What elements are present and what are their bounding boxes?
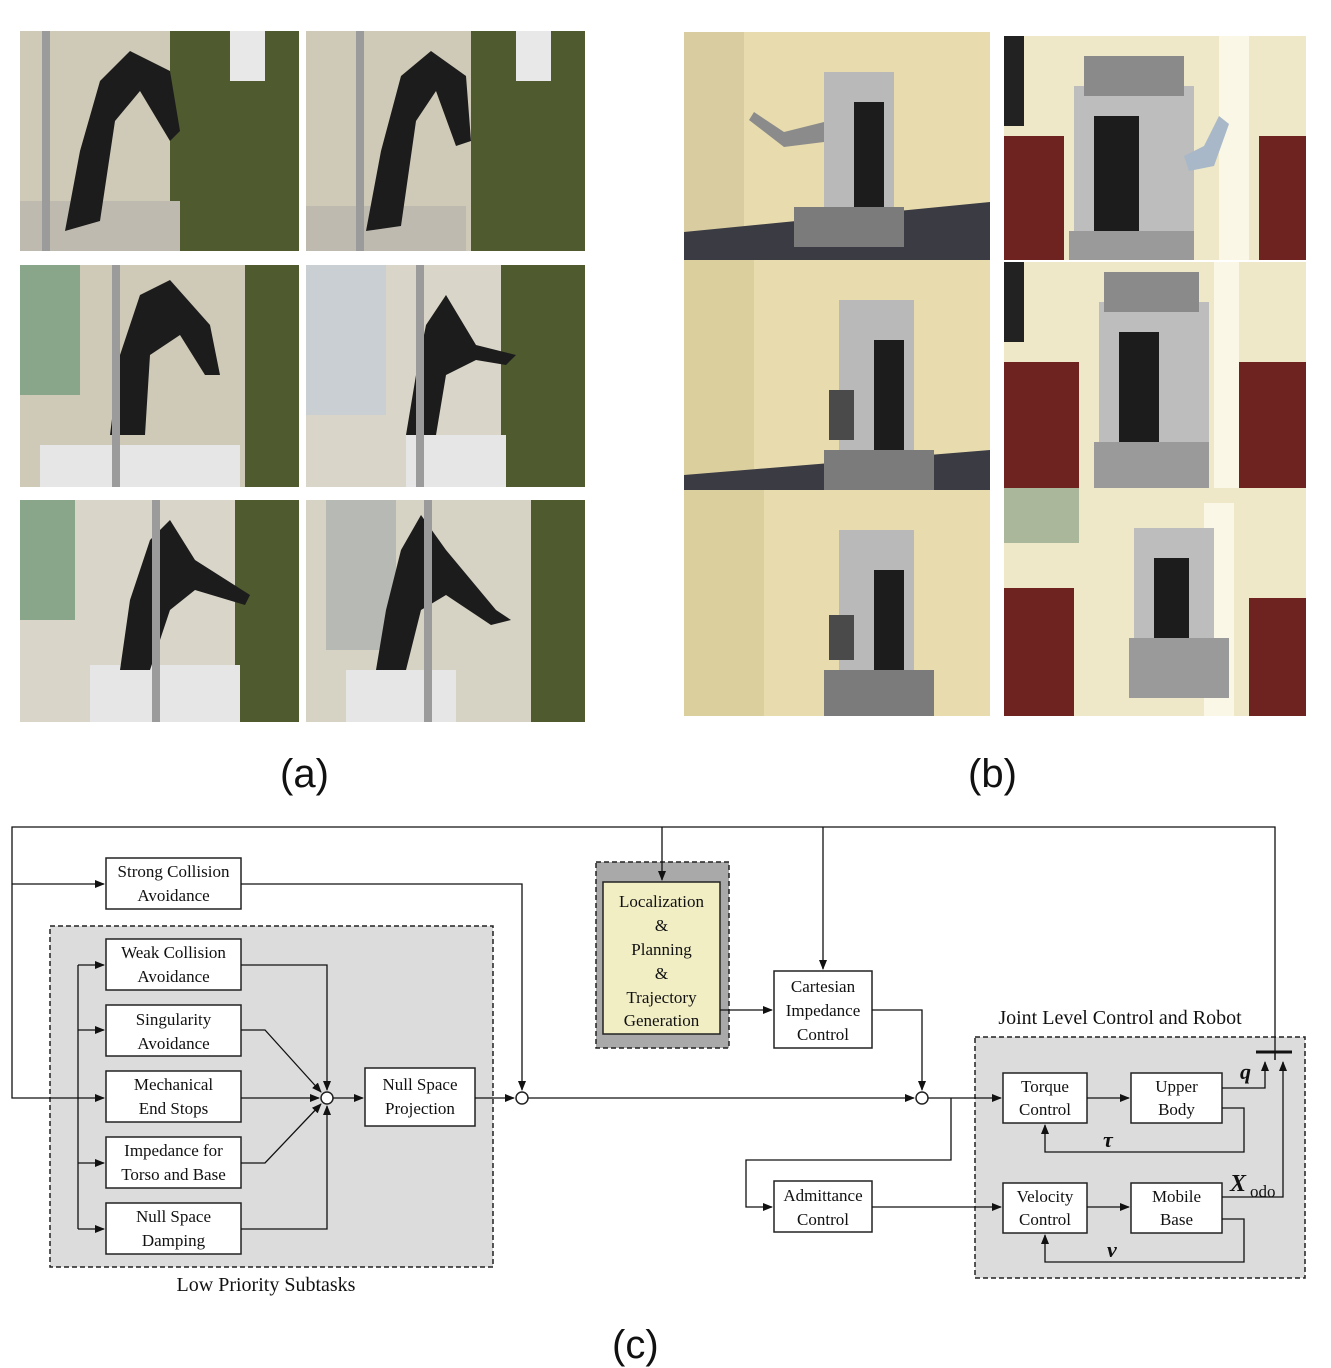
sum-junction-1 — [320, 1091, 334, 1105]
null-damping-label-1: Null Space — [136, 1207, 211, 1226]
mech-end-stops-block — [105, 1070, 242, 1123]
v-symbol: v — [1107, 1237, 1117, 1262]
null-projection-label-1: Null Space — [382, 1075, 457, 1094]
mobile-base-label-2: Base — [1160, 1210, 1193, 1229]
strong-collision-label-2: Avoidance — [137, 886, 209, 905]
panel-label-c: (c) — [612, 1323, 659, 1367]
panel-label-b: (b) — [968, 752, 1017, 796]
photo-a-5 — [20, 500, 299, 722]
q-symbol: q — [1240, 1059, 1251, 1084]
impedance-torso-block — [105, 1136, 242, 1189]
low-priority-label: Low Priority Subtasks — [177, 1274, 356, 1296]
localization-label-3: Planning — [631, 940, 692, 959]
weak-collision-label-2: Avoidance — [137, 967, 209, 986]
null-projection-block — [364, 1067, 476, 1127]
mobile-base-block — [1130, 1182, 1223, 1234]
null-projection-label-2: Projection — [385, 1099, 455, 1118]
localization-label-6: Generation — [624, 1011, 700, 1030]
localization-label-4: & — [655, 964, 668, 983]
torque-label-2: Control — [1019, 1100, 1071, 1119]
impedance-torso-label-2: Torso and Base — [121, 1165, 226, 1184]
strong-collision-block — [105, 857, 242, 910]
localization-block — [602, 881, 721, 1035]
sum-junction-2 — [515, 1091, 529, 1105]
photo-b-2 — [1004, 36, 1306, 260]
admittance-label-1: Admittance — [783, 1186, 862, 1205]
velocity-label-2: Control — [1019, 1210, 1071, 1229]
mobile-base-label-1: Mobile — [1152, 1187, 1201, 1206]
upper-body-label-2: Body — [1158, 1100, 1195, 1119]
mech-end-stops-label-1: Mechanical — [134, 1075, 214, 1094]
velocity-label-1: Velocity — [1017, 1187, 1074, 1206]
upper-body-block — [1130, 1072, 1223, 1124]
localization-label-5: Trajectory — [626, 988, 697, 1007]
localization-label-2: & — [655, 916, 668, 935]
photo-a-4 — [306, 265, 585, 487]
cartesian-label-2: Impedance — [786, 1001, 861, 1020]
cartesian-label-3: Control — [797, 1025, 849, 1044]
photo-b-4 — [1004, 262, 1306, 488]
photo-b-3 — [684, 260, 990, 490]
weak-collision-label-1: Weak Collision — [121, 943, 226, 962]
null-damping-block — [105, 1202, 242, 1255]
panel-label-a: (a) — [280, 752, 329, 796]
singularity-label-2: Avoidance — [137, 1034, 209, 1053]
photo-b-6 — [1004, 488, 1306, 716]
sum-junction-3 — [915, 1091, 929, 1105]
singularity-label-1: Singularity — [136, 1010, 212, 1029]
admittance-label-2: Control — [797, 1210, 849, 1229]
mech-end-stops-label-2: End Stops — [139, 1099, 208, 1118]
weak-collision-block — [105, 938, 242, 991]
x-odo-symbol: X — [1229, 1171, 1247, 1197]
photo-b-1 — [684, 32, 990, 260]
photo-b-5 — [684, 490, 990, 716]
velocity-block — [1002, 1182, 1088, 1234]
strong-collision-label-1: Strong Collision — [118, 862, 230, 881]
cartesian-label-1: Cartesian — [791, 977, 856, 996]
x-odo-subscript: odo — [1250, 1182, 1276, 1201]
upper-body-label-1: Upper — [1155, 1077, 1198, 1096]
cartesian-block — [773, 970, 873, 1049]
photo-a-6 — [306, 500, 585, 722]
photo-a-2 — [306, 31, 585, 251]
localization-label-1: Localization — [619, 892, 704, 911]
impedance-torso-label-1: Impedance for — [124, 1141, 223, 1160]
tau-symbol: τ — [1103, 1127, 1114, 1152]
photo-a-1 — [20, 31, 299, 251]
admittance-block — [773, 1180, 873, 1233]
torque-label-1: Torque — [1021, 1077, 1069, 1096]
photo-a-3 — [20, 265, 299, 487]
joint-level-label: Joint Level Control and Robot — [998, 1007, 1242, 1029]
null-damping-label-2: Damping — [142, 1231, 206, 1250]
